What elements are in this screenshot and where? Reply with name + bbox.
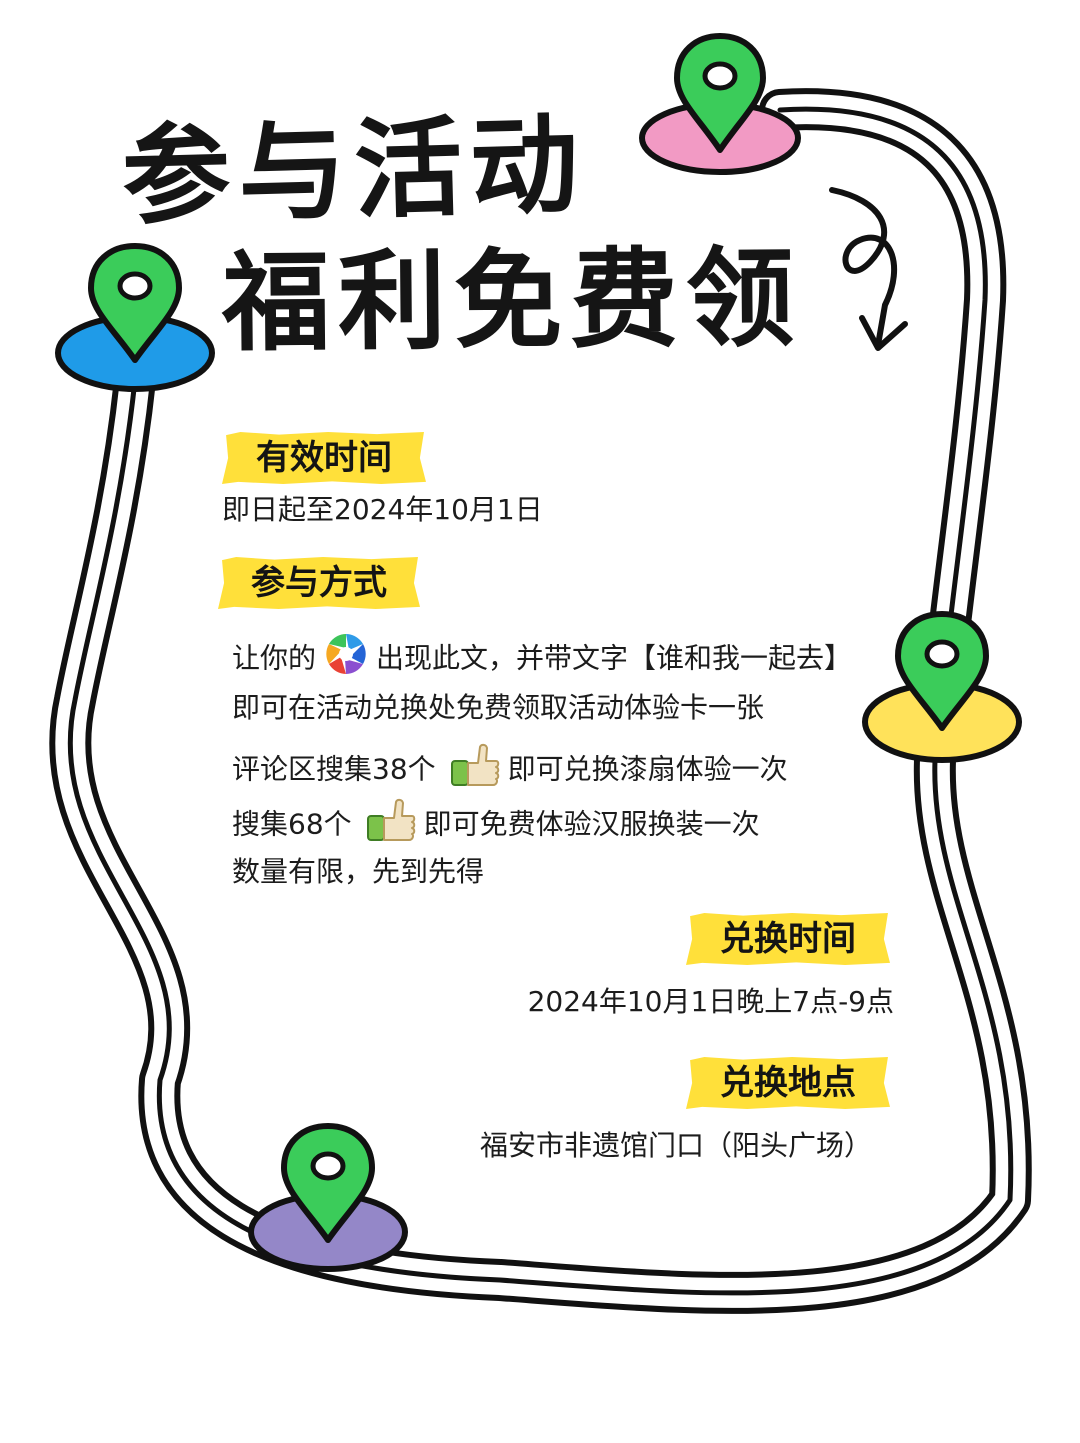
map-pin-icon (248, 1123, 408, 1272)
exchange-time-text: 2024年10月1日晚上7点-9点 (527, 985, 894, 1018)
thumbs-up-icon (450, 743, 500, 798)
method-line-1-post: 出现此文，并带文字【谁和我一起去】 (376, 641, 853, 675)
method-line-3: 评论区搜集38个 即可兑换漆扇体验一次 (232, 743, 788, 798)
method-line-3-pre: 评论区搜集38个 (232, 752, 436, 786)
method-line-1-pre: 让你的 (232, 641, 317, 675)
method-line-4: 搜集68个 即可免费体验汉服换装一次 (232, 798, 760, 853)
moments-aperture-icon (324, 632, 368, 687)
method-line-5: 数量有限，先到先得 (232, 855, 485, 888)
method-line-3-post: 即可兑换漆扇体验一次 (507, 752, 788, 786)
map-pin-icon (862, 611, 1022, 763)
map-pin-icon (639, 33, 801, 175)
map-pin-icon (55, 243, 215, 392)
method-line-1: 让你的 出现此文，并带文字【谁和我一起去】 (232, 632, 852, 687)
valid-time-tag: 有效时间 (222, 432, 426, 484)
title-line-2: 福利免费领 (221, 236, 803, 367)
method-line-2: 即可在活动兑换处免费领取活动体验卡一张 (232, 691, 765, 724)
exchange-place-tag: 兑换地点 (686, 1057, 890, 1109)
exchange-time-tag: 兑换时间 (686, 913, 890, 965)
method-line-4-post: 即可免费体验汉服换装一次 (423, 807, 760, 841)
method-line-4-pre: 搜集68个 (232, 807, 352, 841)
valid-time-text: 即日起至2024年10月1日 (222, 493, 543, 526)
method-tag: 参与方式 (218, 557, 420, 609)
thumbs-up-icon (366, 798, 416, 853)
exchange-place-text: 福安市非遗馆门口（阳头广场） (479, 1129, 872, 1162)
squiggle-arrow-icon (829, 187, 908, 351)
